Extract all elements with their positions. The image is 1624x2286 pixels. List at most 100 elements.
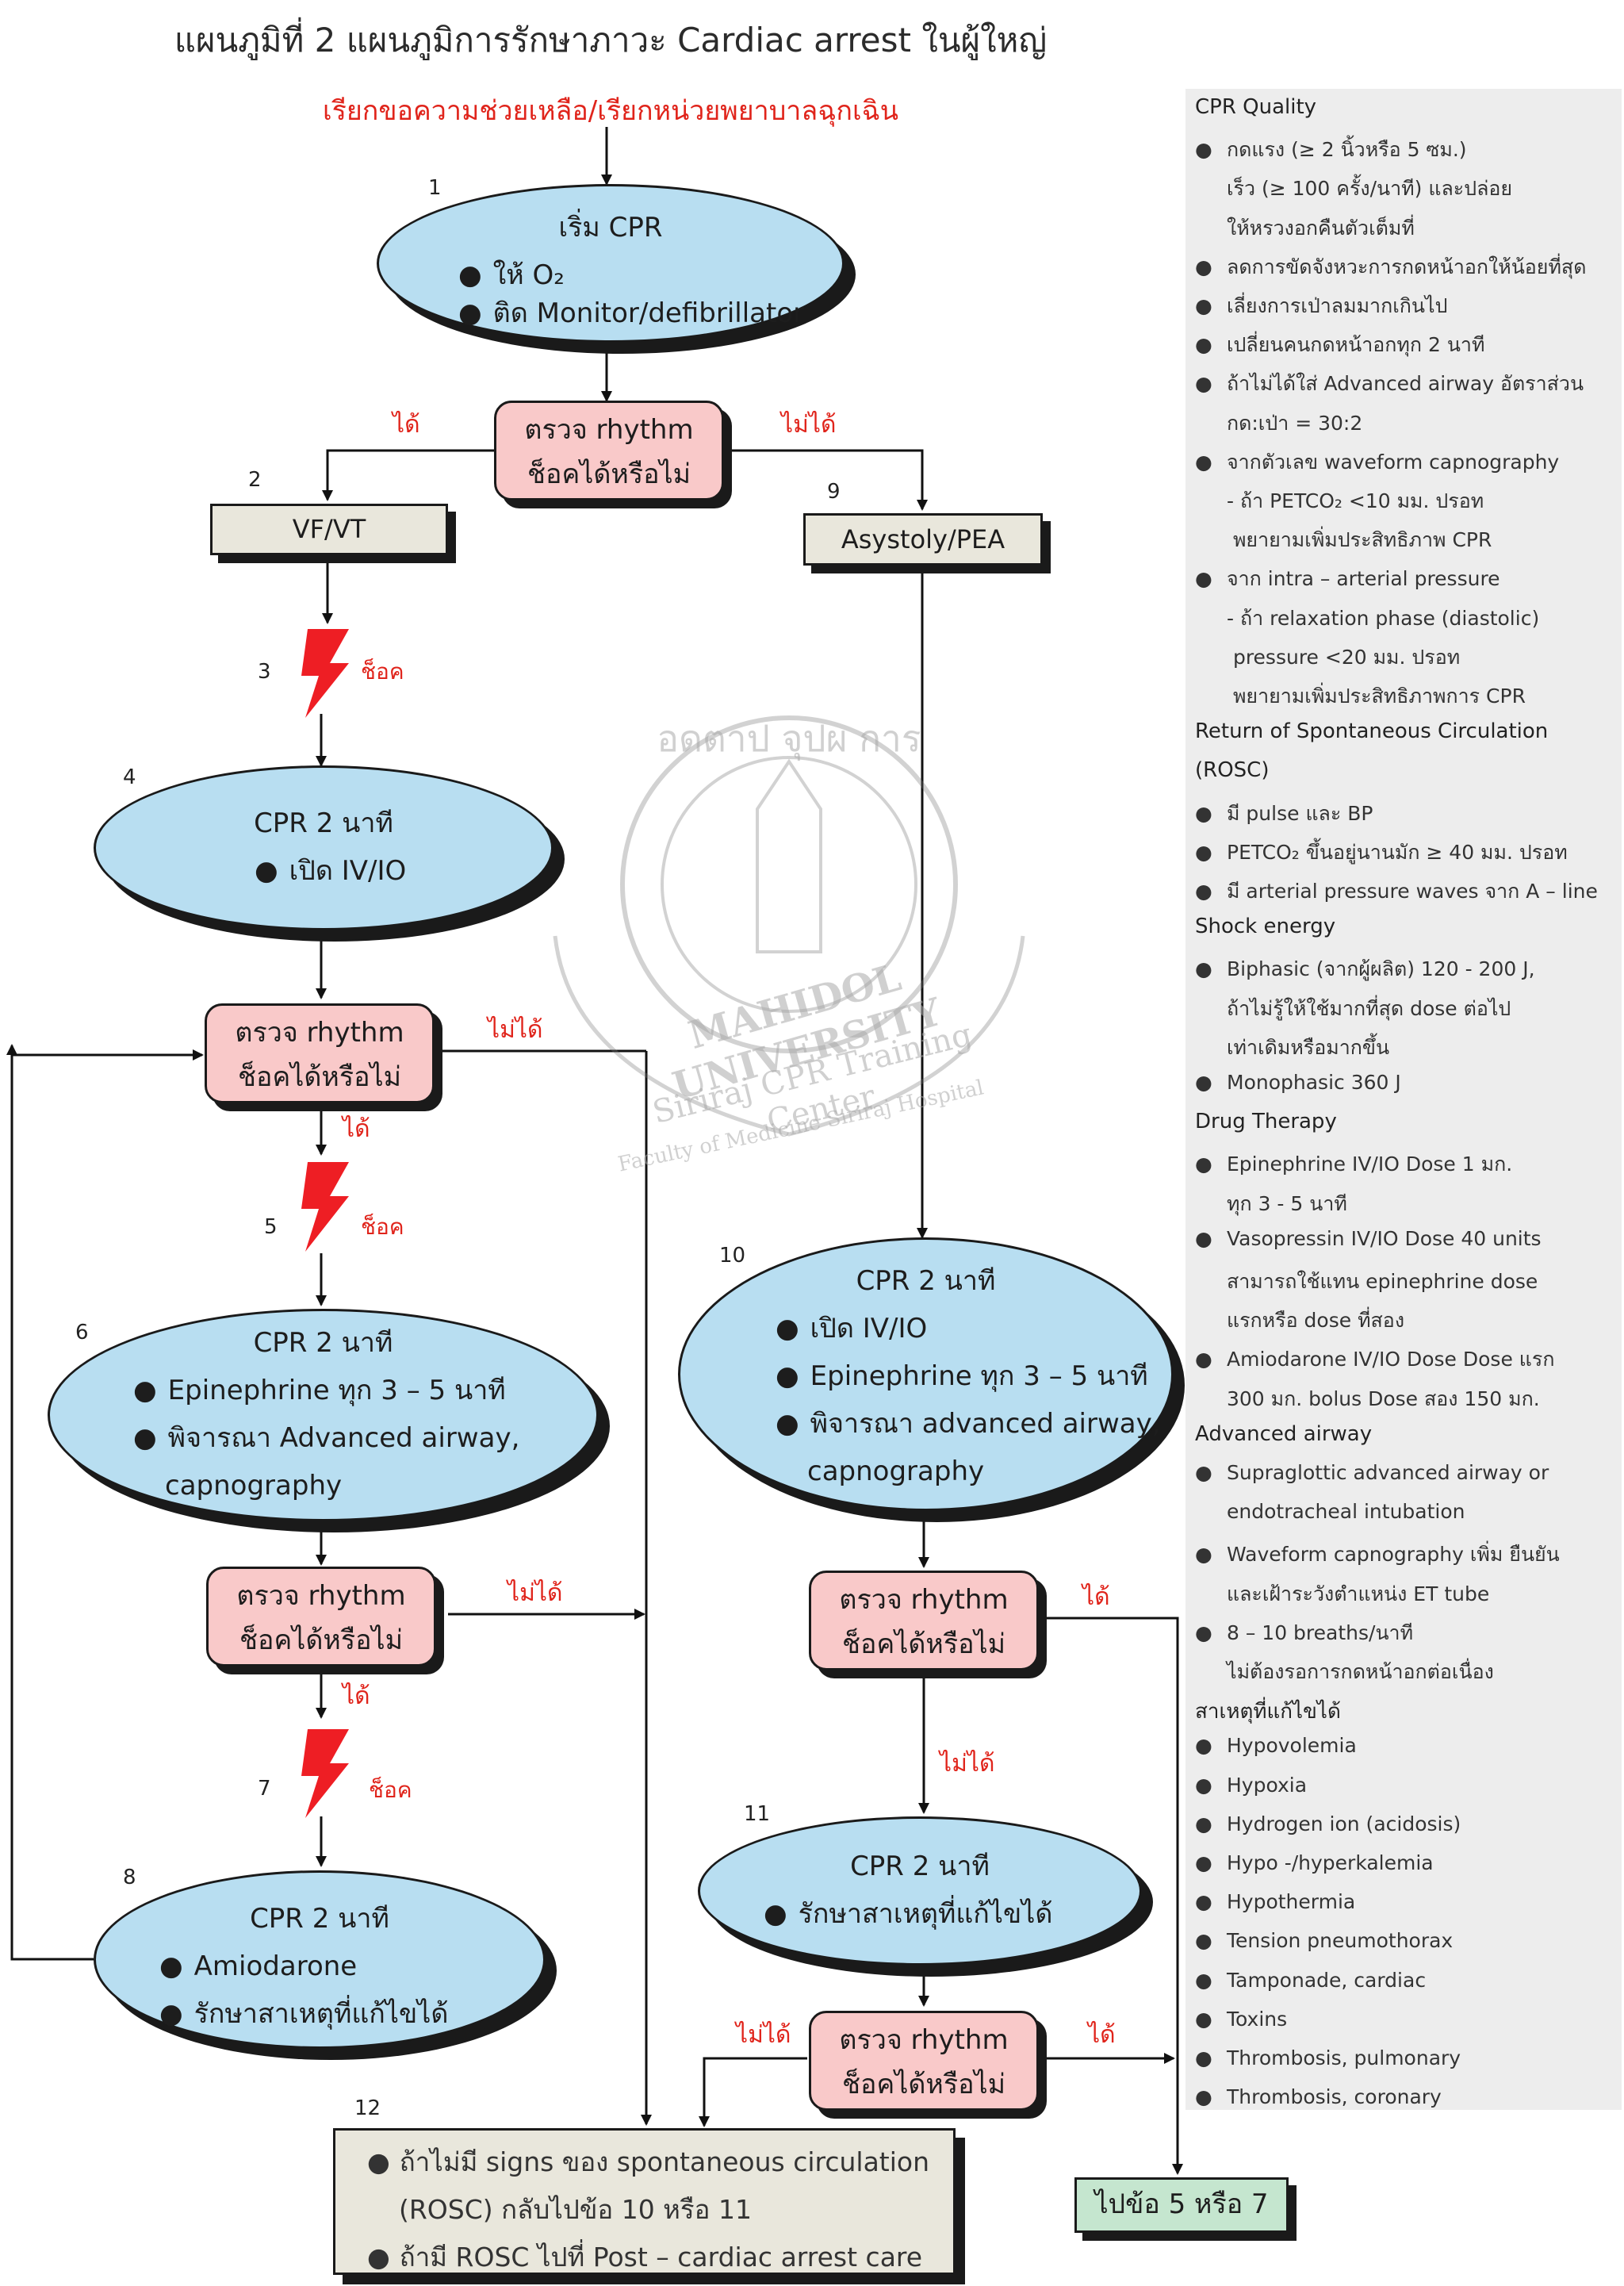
- panel-heading: Drug Therapy: [1195, 1110, 1337, 1134]
- panel-item: ●Toxins: [1195, 2007, 1288, 2031]
- no-label: ไม่ได้: [488, 1016, 543, 1044]
- panel-item: ●ถ้าไม่ได้ใส่ Advanced airway อัตราส่วน: [1195, 372, 1584, 396]
- panel-item: 300 มก. bolus Dose สอง 150 มก.: [1227, 1387, 1540, 1410]
- asystole-pea-box: Asystoly/PEA: [803, 513, 1043, 566]
- panel-item: ●Hypothermia: [1195, 1890, 1356, 1914]
- step6-continuation: capnography: [165, 1470, 343, 1502]
- rhythm-check-box: ตรวจ rhythm ช็อคได้หรือไม่: [809, 2011, 1039, 2111]
- panel-item: ●Thrombosis, pulmonary: [1195, 2046, 1461, 2069]
- shock-label: ช็อค: [361, 1214, 404, 1240]
- panel-item: - ถ้า PETCO₂ <10 มม. ปรอท: [1227, 489, 1484, 512]
- step-number: 4: [123, 765, 136, 789]
- step6-item: ●พิจารณา Advanced airway,: [133, 1422, 520, 1454]
- panel-heading: CPR Quality: [1195, 95, 1317, 119]
- rhythm-check-line2: ช็อคได้หรือไม่: [237, 1061, 402, 1093]
- panel-item: ●Hydrogen ion (acidosis): [1195, 1812, 1461, 1835]
- step10-ellipse: CPR 2 นาที ●เปิด IV/IO ●Epinephrine ทุก …: [678, 1237, 1174, 1511]
- step-number: 3: [258, 660, 271, 684]
- step8-item: ●Amiodarone: [159, 1950, 358, 1982]
- yes-label: ได้: [1088, 2021, 1116, 2049]
- panel-item: ●Monophasic 360 J: [1195, 1071, 1401, 1094]
- rhythm-check-line2: ช็อคได้หรือไม่: [841, 1628, 1006, 1660]
- shock-label: ช็อค: [369, 1777, 412, 1803]
- panel-item: ไม่ต้องรอการกดหน้าอกต่อเนื่อง: [1227, 1660, 1494, 1683]
- step4-ellipse: CPR 2 นาที ●เปิด IV/IO: [94, 765, 553, 930]
- step-number: 9: [827, 480, 841, 504]
- panel-item: กด:เป่า = 30:2: [1227, 411, 1363, 435]
- step-number: 11: [744, 1802, 771, 1826]
- step-number: 7: [258, 1777, 271, 1801]
- panel-item: endotracheal intubation: [1227, 1500, 1465, 1524]
- step6-ellipse: CPR 2 นาที ●Epinephrine ทุก 3 – 5 นาที ●…: [48, 1309, 599, 1521]
- no-label: ไม่ได้: [736, 2021, 791, 2049]
- rhythm-check-box: ตรวจ rhythm ช็อคได้หรือไม่: [809, 1571, 1039, 1670]
- panel-item: ●8 – 10 breaths/นาที: [1195, 1621, 1414, 1644]
- step8-ellipse: CPR 2 นาที ●Amiodarone ●รักษาสาเหตุที่แก…: [94, 1870, 546, 2049]
- vf-vt-box: VF/VT: [210, 504, 448, 555]
- step-number: 12: [354, 2096, 381, 2120]
- step12-line3: ●ถ้ามี ROSC ไปที่ Post – cardiac arrest …: [367, 2242, 923, 2273]
- shock-label: ช็อค: [361, 658, 404, 685]
- panel-item: เร็ว (≥ 100 ครั้ง/นาที) และปล่อย: [1227, 177, 1513, 201]
- rhythm-check-box: ตรวจ rhythm ช็อคได้หรือไม่: [494, 401, 724, 501]
- step10-continuation: capnography: [807, 1456, 985, 1487]
- panel-item: ●จาก intra – arterial pressure: [1195, 567, 1500, 591]
- panel-item: ●Tension pneumothorax: [1195, 1929, 1454, 1953]
- panel-item: ●มี arterial pressure waves จาก A – line: [1195, 880, 1598, 903]
- panel-item: ●เปลี่ยนคนกดหน้าอกทุก 2 นาที: [1195, 333, 1485, 357]
- panel-item: ●มี pulse และ BP: [1195, 801, 1373, 825]
- panel-item: ทุก 3 - 5 นาที: [1227, 1191, 1347, 1215]
- rhythm-check-line2: ช็อคได้หรือไม่: [239, 1624, 404, 1656]
- step-number: 2: [248, 468, 262, 492]
- step-number: 1: [428, 176, 442, 200]
- panel-item: ●Vasopressin IV/IO Dose 40 units: [1195, 1226, 1542, 1250]
- goto-step-box: ไปข้อ 5 หรือ 7: [1074, 2177, 1289, 2233]
- step10-item: ●พิจารณา advanced airway,: [776, 1408, 1161, 1440]
- panel-item: ●Epinephrine IV/IO Dose 1 มก.: [1195, 1153, 1513, 1176]
- step12-line1: ●ถ้าไม่มี signs ของ spontaneous circulat…: [367, 2146, 930, 2177]
- step1-item: ●ให้ O₂: [458, 259, 565, 291]
- step4-item: ●เปิด IV/IO: [255, 855, 407, 887]
- panel-item: เท่าเดิมหรือมากขึ้น: [1227, 1035, 1390, 1059]
- panel-item: ●Thrombosis, coronary: [1195, 2085, 1442, 2109]
- panel-item: ●Tamponade, cardiac: [1195, 1968, 1427, 1992]
- rhythm-check-line2: ช็อคได้หรือไม่: [841, 2069, 1006, 2100]
- panel-item: ●Hypovolemia: [1195, 1734, 1357, 1758]
- panel-heading: Advanced airway: [1195, 1421, 1373, 1446]
- lightning-icon: [301, 629, 349, 718]
- panel-heading: Shock energy: [1195, 915, 1336, 939]
- watermark-top: อดตาป จุปผ การ: [657, 717, 921, 760]
- panel-item: ●จากตัวเลข waveform capnography: [1195, 450, 1560, 474]
- lightning-icon: [301, 1162, 349, 1252]
- panel-item: ●PETCO₂ ขึ้นอยู่นานมัก ≥ 40 มม. ปรอท: [1195, 840, 1568, 864]
- panel-item: ●Amiodarone IV/IO Dose Dose แรก: [1195, 1348, 1555, 1371]
- panel-item: และเฝ้าระวังตำแหน่ง ET tube: [1227, 1582, 1490, 1605]
- panel-item: ●Hypo -/hyperkalemia: [1195, 1851, 1434, 1874]
- step11-item: ●รักษาสาเหตุที่แก้ไขได้: [764, 1898, 1053, 1930]
- step1-item: ●ติด Monitor/defibrillator: [458, 297, 805, 329]
- step12-line2: (ROSC) กลับไปข้อ 10 หรือ 11: [399, 2194, 752, 2225]
- step-number: 6: [75, 1321, 89, 1344]
- panel-item: ●Supraglottic advanced airway or: [1195, 1461, 1549, 1484]
- yes-label: ได้: [343, 1115, 370, 1143]
- panel-item: ●Hypoxia: [1195, 1773, 1308, 1797]
- panel-item: ให้หรวงอกคืนตัวเต็มที่: [1227, 216, 1415, 240]
- step6-title: CPR 2 นาที: [253, 1327, 393, 1359]
- step11-title: CPR 2 นาที: [850, 1851, 990, 1882]
- rhythm-check-line1: ตรวจ rhythm: [236, 1580, 406, 1612]
- panel-item: ●เลี่ยงการเป่าลมมากเกินไป: [1195, 294, 1448, 317]
- watermark-seal: [553, 715, 1025, 1137]
- rhythm-check-box: ตรวจ rhythm ช็อคได้หรือไม่: [206, 1567, 436, 1667]
- rhythm-check-line1: ตรวจ rhythm: [839, 1584, 1009, 1616]
- panel-item: สามารถใช้แทน epinephrine dose: [1227, 1270, 1538, 1293]
- step10-item: ●เปิด IV/IO: [776, 1313, 928, 1344]
- rhythm-check-box: ตรวจ rhythm ช็อคได้หรือไม่: [205, 1003, 435, 1103]
- lightning-icon: [301, 1729, 349, 1818]
- panel-item: พยายามเพิ่มประสิทธิภาพ CPR: [1227, 528, 1492, 552]
- yes-label: ได้: [1082, 1583, 1110, 1611]
- rhythm-check-line2: ช็อคได้หรือไม่: [527, 458, 691, 490]
- panel-heading: Return of Spontaneous Circulation: [1195, 719, 1549, 744]
- side-panel: CPR Quality●กดแรง (≥ 2 นิ้วหรือ 5 ซม.)เร…: [1185, 89, 1622, 2110]
- no-label: ไม่ได้: [940, 1750, 995, 1778]
